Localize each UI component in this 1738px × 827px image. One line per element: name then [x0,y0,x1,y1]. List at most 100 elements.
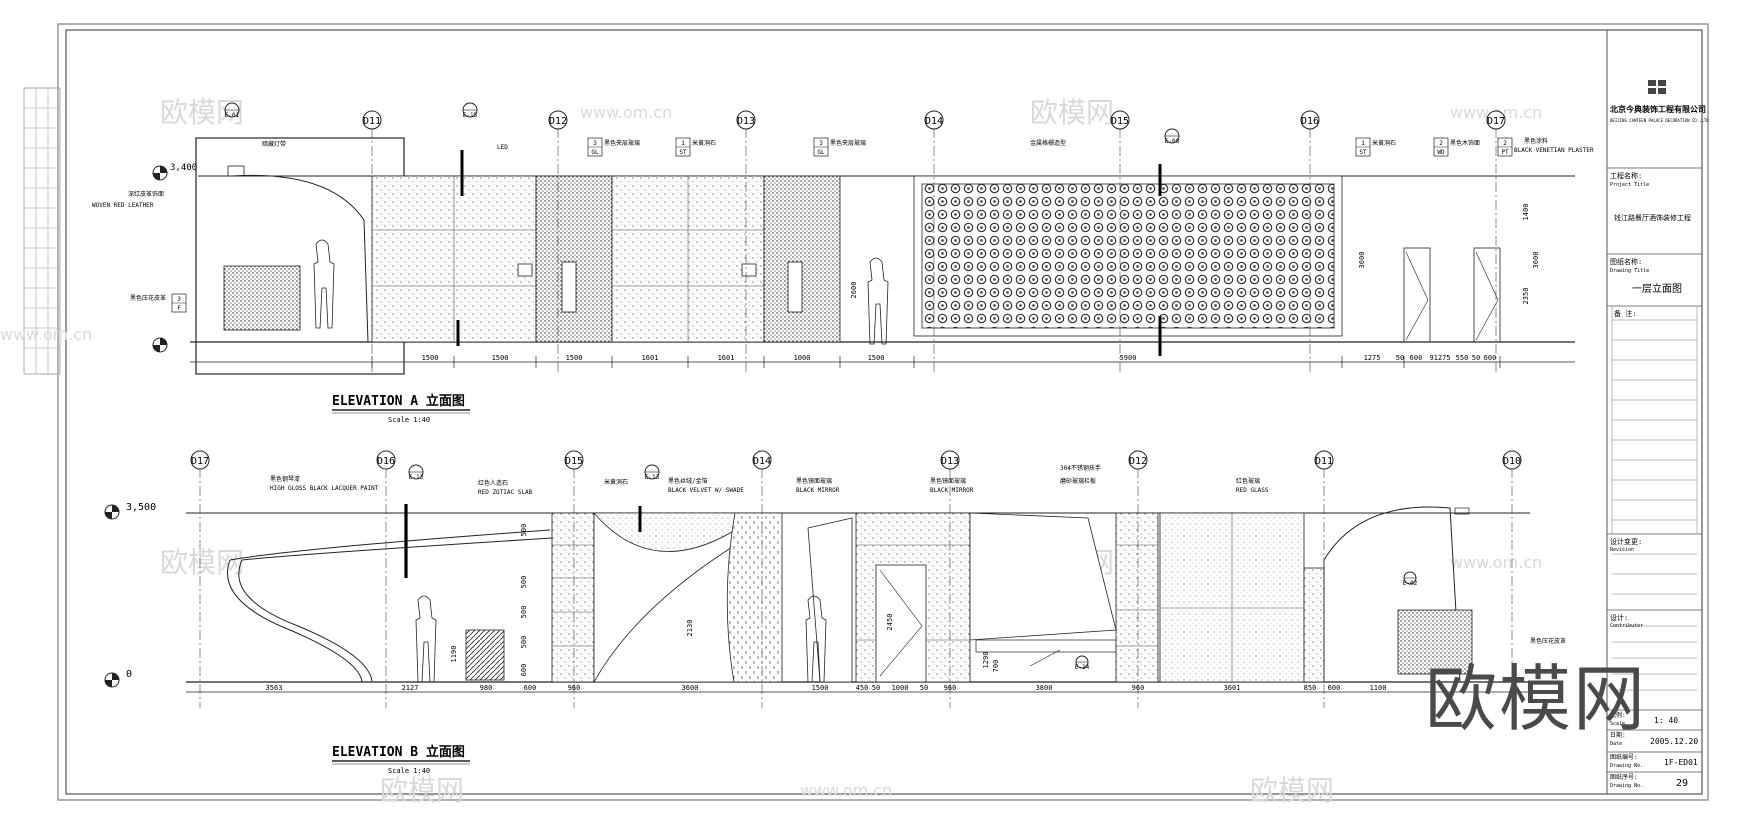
dimension-text: 600 [1410,354,1423,362]
drawing-label: 图纸名称: [1610,257,1642,266]
level-a-top: 3,400 [170,163,197,173]
label-glass: 黑色夹层玻璃 [604,139,640,147]
elevation-a-scale: Scale 1:40 [388,416,430,424]
design-label-en: Contributor [1610,623,1643,629]
grid-bubble: D13 [940,450,960,470]
watermark-url: www.om.cn [580,103,672,122]
label-stone: 米黄洞石 [604,478,628,486]
grid-bubble: D10 [1502,450,1522,470]
stone-column [1115,512,1159,683]
label-red-stone-en: RED ZOTIAC SLAB [478,489,533,496]
grid-bubble: D17 [190,450,210,470]
material-tag: 1ST [1355,137,1371,157]
svg-text:1: 1 [681,140,685,147]
elevation-a-material-tags: 3GL 1ST 3GL 1ST 2WD 2PT 3F [171,137,1513,313]
svg-text:E-08: E-08 [1165,138,1180,145]
material-tag: 2PT [1497,137,1513,157]
design-label: 设计: [1610,613,1628,622]
label-glass: 黑色夹层玻璃 [830,139,866,147]
drawing-no-label: 图纸编号: [1610,753,1638,761]
svg-text:3: 3 [177,296,181,303]
level-marker [152,337,168,353]
section-callout: E-01 [224,102,240,119]
human-figure [415,595,437,683]
grid-bubble: D14 [752,450,772,470]
watermark-text: 欧模网 [160,546,244,579]
dimension-text: 500 [520,636,528,649]
revision-label: 设计变更: [1610,537,1642,546]
dimension-text: 1500 [812,684,829,692]
label-handrail: 304不锈钢扶手 [1060,464,1101,472]
watermark-text: 欧模网 [380,774,464,807]
glass-panel [763,175,841,343]
elevation-a-labels: 暗藏灯带 深红皮革饰面 WOVEN RED LEATHER 黑色压花皮革 LED… [92,137,1594,302]
section-callout: E-13 [644,464,660,481]
dimension-text: 2350 [1522,288,1530,305]
svg-text:F: F [177,305,181,312]
dimension-text: 50 [1472,354,1480,362]
company-logo-icon [1648,80,1666,94]
label-plaster: 黑色涂料 [1524,137,1548,145]
svg-text:E-13: E-13 [645,474,660,481]
elevation-a-title: ELEVATION A 立面图 [332,393,465,409]
watermark-url: www.om.cn [0,325,92,344]
level-marker: 0 [104,669,132,688]
dimension-text: 3600 [682,684,699,692]
material-tag: 3GL [813,137,829,157]
grid-bubble: D16 [1300,110,1320,130]
dimension-text: 1290 [982,652,990,669]
dimension-text: 500 [520,576,528,589]
section-callout: E-02 [1403,571,1418,587]
svg-text:E-15: E-15 [463,112,478,119]
svg-text:3: 3 [819,140,823,147]
project-label: 工程名称: [1610,171,1642,180]
drawing-label-en: Drawing Title [1610,268,1649,274]
svg-text:3: 3 [593,140,597,147]
label-wood: 黑色木饰面 [1450,139,1480,147]
grid-bubble: D16 [376,450,396,470]
dimension-text: 3563 [266,684,283,692]
label-stone: 米黄洞石 [692,139,716,147]
dimension-text: 1275 [1364,354,1381,362]
human-figure [805,595,827,683]
label-light-slot: 暗藏灯带 [262,140,286,148]
svg-text:2: 2 [1503,140,1507,147]
svg-text:PT: PT [1501,149,1509,156]
grid-bubble: D15 [564,450,584,470]
label-leather: 深红皮革饰面 [128,190,164,198]
material-tag: 2WD [1433,137,1449,157]
label-lacquer: 黑色钢琴漆 [270,475,300,483]
svg-text:D12: D12 [549,116,567,127]
dimension-text: 3600 [1358,252,1366,269]
label-mirror-en: BLACK MIRROR [930,487,974,494]
grid-bubble: D14 [924,110,944,130]
section-callout: E-15 [462,102,478,119]
human-figure [313,239,335,329]
dimension-text: 1500 [868,354,885,362]
material-tag: 3GL [587,137,603,157]
dimension-text: 1601 [642,354,659,362]
handrail [975,639,1117,653]
level-marker: 3,400 [152,163,197,181]
dimension-text: 1500 [492,354,509,362]
date-label: 日期: [1610,731,1626,739]
drawing-title: 一层立面图 [1632,282,1682,295]
project-name: 钱江路餐厅酒饰装修工程 [1614,213,1691,222]
elevation-b-grid-bubbles: D17 D16 D15 D14 D13 D12 D11 D10 [190,450,1522,470]
glass-panel [535,175,613,343]
section-callout: E-13 [408,464,424,481]
dimension-text: 850 [1304,684,1317,692]
svg-text:ST: ST [1359,149,1367,156]
svg-text:D13: D13 [941,456,959,467]
label-sofa: 黑色压花皮革 [1530,637,1566,645]
elevation-a-callouts: E-01 E-15 E-08 [224,102,1180,145]
svg-text:D15: D15 [1111,116,1129,127]
svg-text:E-14: E-14 [1075,664,1090,671]
svg-text:D17: D17 [1487,116,1505,127]
label-velvet-en: BLACK VELVET W/ SWADE [668,487,744,494]
title-block: 北京今典装饰工程有限公司 BEIJING CANTEEN PALACE DECO… [1607,80,1709,789]
label-sofa-leather: 黑色压花皮革 [130,294,166,302]
dimension-text: 1400 [1522,204,1530,221]
date-label-en: Date [1610,741,1622,747]
